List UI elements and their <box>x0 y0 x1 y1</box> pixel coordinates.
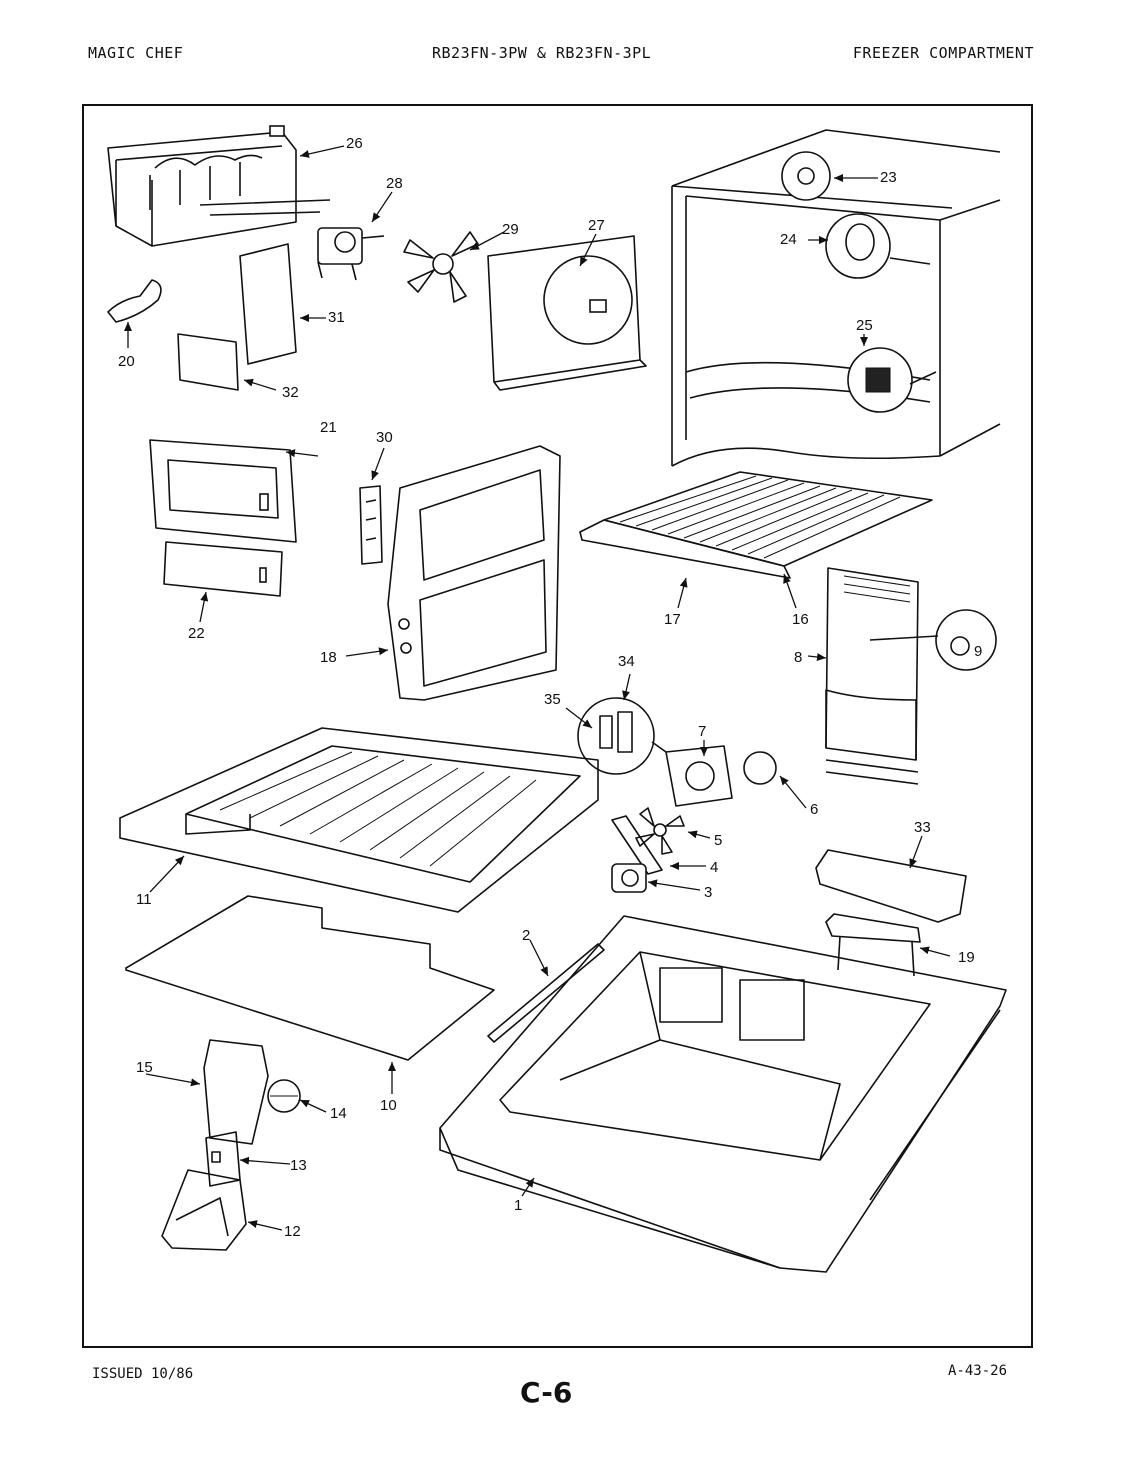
ice-maker-motor <box>317 227 385 281</box>
cover-bracket <box>825 913 921 977</box>
callout-27: 27 <box>588 217 605 234</box>
freezer-floor-shelf <box>119 727 599 913</box>
callout-34: 34 <box>618 653 635 670</box>
diagram-frame <box>82 104 1033 1348</box>
document-id: A-43-26 <box>948 1363 1008 1379</box>
callout-12: 12 <box>284 1223 301 1240</box>
rail <box>487 943 605 1043</box>
callout-13: 13 <box>290 1157 307 1174</box>
ice-maker <box>107 125 331 247</box>
callout-6: 6 <box>810 801 818 818</box>
callout-24: 24 <box>780 231 797 248</box>
evaporator-fan-cover <box>487 235 647 391</box>
model-number: RB23FN-3PW & RB23FN-3PL <box>432 44 652 62</box>
callout-9: 9 <box>974 643 982 660</box>
callout-33: 33 <box>914 819 931 836</box>
freezer-cabinet <box>671 129 1001 467</box>
wire-shelf <box>579 471 933 579</box>
callout-29: 29 <box>502 221 519 238</box>
callout-19: 19 <box>958 949 975 966</box>
ice-maker-clip <box>177 333 239 391</box>
callout-10: 10 <box>380 1097 397 1114</box>
brand-name: MAGIC CHEF <box>88 44 184 62</box>
callout-31: 31 <box>328 309 345 326</box>
control-label <box>163 541 283 597</box>
callout-30: 30 <box>376 429 393 446</box>
callout-4: 4 <box>710 859 718 876</box>
ice-chute <box>203 1039 269 1145</box>
section-title: FREEZER COMPARTMENT <box>852 44 1034 62</box>
ring <box>267 1079 301 1113</box>
callout-26: 26 <box>346 135 363 152</box>
page-number: C-6 <box>520 1376 573 1409</box>
issued-date: ISSUED 10/86 <box>92 1366 194 1382</box>
callout-22: 22 <box>188 625 205 642</box>
freezer-base <box>439 915 1007 1273</box>
callout-1: 1 <box>514 1197 522 1214</box>
callout-18: 18 <box>320 649 337 666</box>
fan-motor <box>611 863 647 893</box>
callout-3: 3 <box>704 884 712 901</box>
fan-motor-bracket-inset <box>577 697 655 775</box>
freezer-liner <box>387 445 561 701</box>
callout-20: 20 <box>118 353 135 370</box>
callout-15: 15 <box>136 1059 153 1076</box>
ice-maker-panel <box>239 243 297 365</box>
ice-bucket <box>161 1169 247 1251</box>
fan-blade-lower <box>635 807 685 855</box>
callout-16: 16 <box>792 611 809 628</box>
callout-14: 14 <box>330 1105 347 1122</box>
callout-2: 2 <box>522 927 530 944</box>
bracket <box>107 279 162 323</box>
callout-5: 5 <box>714 832 722 849</box>
callout-32: 32 <box>282 384 299 401</box>
hinge <box>359 485 383 565</box>
control-housing <box>149 439 297 543</box>
callout-21: 21 <box>320 419 337 436</box>
callout-23: 23 <box>880 169 897 186</box>
callout-35: 35 <box>544 691 561 708</box>
fan-motor-bracket <box>651 741 777 807</box>
leader-lines <box>124 145 951 1231</box>
callout-8: 8 <box>794 649 802 666</box>
crisper-cover <box>815 849 967 923</box>
motor-mount <box>611 815 663 875</box>
fan-blade-upper <box>403 231 479 303</box>
air-duct <box>825 567 997 785</box>
insulation-panel <box>125 895 495 1061</box>
callout-7: 7 <box>698 723 706 740</box>
callout-28: 28 <box>386 175 403 192</box>
callout-17: 17 <box>664 611 681 628</box>
callout-11: 11 <box>136 891 152 908</box>
callout-25: 25 <box>856 317 873 334</box>
callout-labels: 26 28 29 27 20 31 32 23 24 25 21 30 22 1… <box>118 135 982 1240</box>
